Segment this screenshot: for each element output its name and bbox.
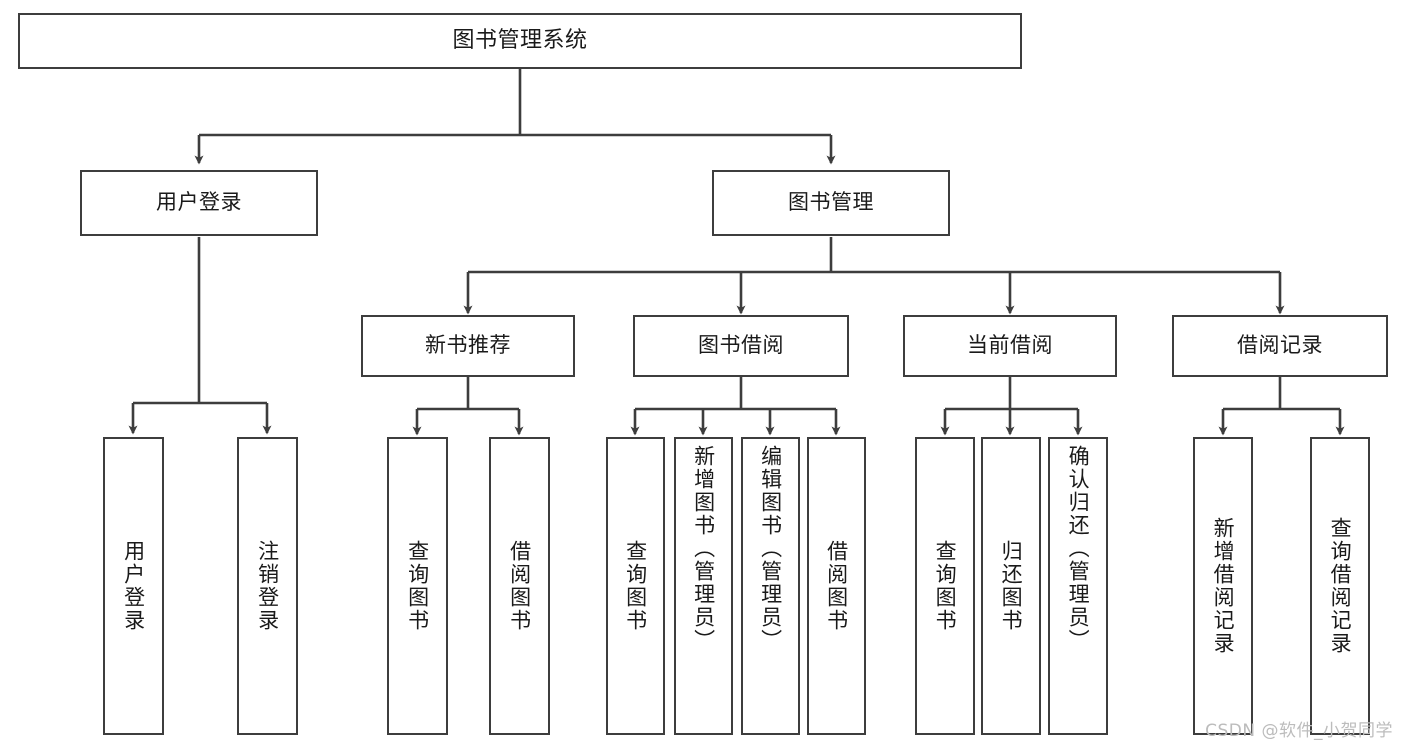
leaf-current-borrow-return-book[interactable]: 归还图书 bbox=[981, 437, 1041, 735]
leaf-user-login-logout[interactable]: 注销登录 bbox=[237, 437, 298, 735]
leaf-book-borrow-edit-book-admin[interactable]: 编辑图书（管理员） bbox=[741, 437, 800, 735]
leaf-new-book-borrow-book[interactable]: 借阅图书 bbox=[489, 437, 550, 735]
leaf-current-borrow-query-book[interactable]: 查询图书 bbox=[915, 437, 975, 735]
node-label: 查询图书 bbox=[933, 540, 958, 632]
leaf-book-borrow-query-book[interactable]: 查询图书 bbox=[606, 437, 665, 735]
node-label: 注销登录 bbox=[255, 540, 280, 632]
leaf-borrow-record-query-record[interactable]: 查询借阅记录 bbox=[1310, 437, 1370, 735]
node-label: 确认归还（管理员） bbox=[1066, 445, 1091, 652]
node-label: 查询图书 bbox=[405, 540, 430, 632]
node-label: 用户登录 bbox=[121, 540, 146, 632]
leaf-user-login-login[interactable]: 用户登录 bbox=[103, 437, 164, 735]
node-label: 借阅图书 bbox=[507, 540, 532, 632]
node-label: 新增图书（管理员） bbox=[691, 445, 716, 652]
node-label: 图书管理 bbox=[788, 190, 874, 215]
node-label: 借阅记录 bbox=[1237, 333, 1323, 358]
node-borrow-record[interactable]: 借阅记录 bbox=[1172, 315, 1388, 377]
node-user-login[interactable]: 用户登录 bbox=[80, 170, 318, 236]
node-book-borrow[interactable]: 图书借阅 bbox=[633, 315, 849, 377]
leaf-current-borrow-confirm-return-admin[interactable]: 确认归还（管理员） bbox=[1048, 437, 1108, 735]
node-current-borrow[interactable]: 当前借阅 bbox=[903, 315, 1117, 377]
leaf-new-book-query-book[interactable]: 查询图书 bbox=[387, 437, 448, 735]
node-label: 查询借阅记录 bbox=[1328, 517, 1353, 655]
leaf-book-borrow-add-book-admin[interactable]: 新增图书（管理员） bbox=[674, 437, 733, 735]
node-label: 新书推荐 bbox=[425, 333, 511, 358]
node-label: 用户登录 bbox=[156, 190, 242, 215]
node-label: 归还图书 bbox=[999, 540, 1024, 632]
node-label: 新增借阅记录 bbox=[1211, 517, 1236, 655]
node-book-management[interactable]: 图书管理 bbox=[712, 170, 950, 236]
node-root-book-management-system[interactable]: 图书管理系统 bbox=[18, 13, 1022, 69]
node-label: 当前借阅 bbox=[967, 333, 1053, 358]
node-label: 图书管理系统 bbox=[452, 27, 588, 53]
node-label: 图书借阅 bbox=[698, 333, 784, 358]
leaf-book-borrow-borrow-book[interactable]: 借阅图书 bbox=[807, 437, 866, 735]
leaf-borrow-record-add-record[interactable]: 新增借阅记录 bbox=[1193, 437, 1253, 735]
node-label: 查询图书 bbox=[623, 540, 648, 632]
node-label: 编辑图书（管理员） bbox=[758, 445, 783, 652]
node-new-book-recommend[interactable]: 新书推荐 bbox=[361, 315, 575, 377]
node-label: 借阅图书 bbox=[824, 540, 849, 632]
